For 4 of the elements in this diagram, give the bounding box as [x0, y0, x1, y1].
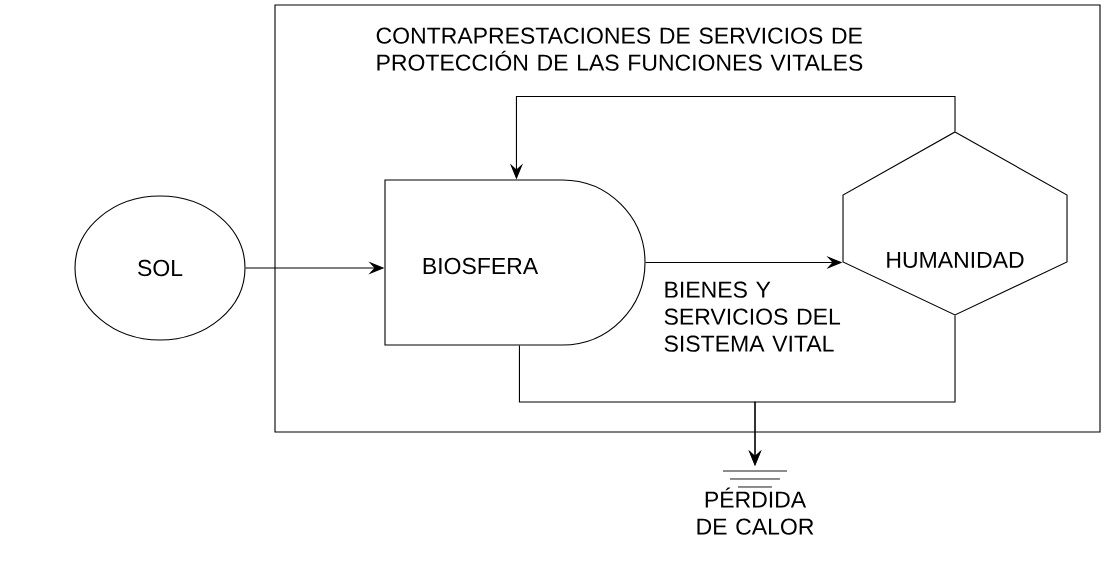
- edge-label: BIENES Y SERVICIOS DEL SISTEMA VITAL: [664, 281, 841, 352]
- heat-sink: PÉRDIDA DE CALOR: [697, 470, 814, 535]
- hexagon-node: HUMANIDAD: [842, 131, 1068, 316]
- circle-node: SOL: [74, 195, 246, 341]
